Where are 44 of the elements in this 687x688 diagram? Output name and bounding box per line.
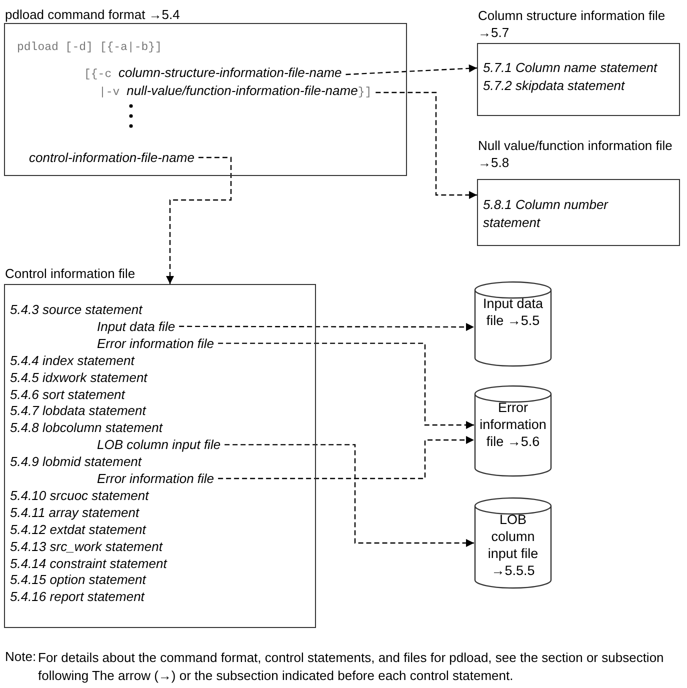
file-name: LOB column input file xyxy=(97,437,221,452)
statement-text: 5.7.1 Column name statement xyxy=(483,60,658,76)
statement-text: 5.8.1 Column number statement xyxy=(483,196,610,232)
box-heading: Null value/function information file →5.8 xyxy=(478,137,674,171)
file-name: Input data file xyxy=(97,318,176,334)
statement-text: 5.4.12 extdat statement xyxy=(10,522,146,538)
file-label: Error information file →5.6 xyxy=(478,399,548,450)
file-name: Error information file xyxy=(97,336,214,351)
dashed-arrow xyxy=(218,436,474,480)
note-label: Note: xyxy=(5,649,36,665)
dashed-arrow xyxy=(346,64,478,76)
statement-text: 5.4.8 lobcolumn statement xyxy=(10,420,162,436)
statement-text: 5.4.9 lobmid statement xyxy=(10,454,142,470)
note-text: For details about the command format, control statements, and files for pdload, see the section or subsection following The arrow (→) or the subsection indicated before each control statement. xyxy=(38,649,665,685)
statement-text: 5.4.5 idxwork statement xyxy=(10,370,148,386)
file-label: LOB column input file →5.5.5 xyxy=(486,511,540,579)
statement-text: 5.4.14 constraint statement xyxy=(10,556,167,572)
statement-text: 5.4.11 array statement xyxy=(10,504,140,521)
storage-cylinder xyxy=(474,497,552,589)
command-option: [{-c column-structure-information-file-name xyxy=(84,68,342,81)
file-label: Input data file →5.5 xyxy=(482,295,544,329)
box-heading: Control information file xyxy=(5,265,136,282)
dashed-arrow xyxy=(166,156,232,284)
dashed-arrow xyxy=(376,92,477,199)
statement-text: 5.4.7 lobdata statement xyxy=(10,403,146,420)
box-heading: Column structure information file →5.7 xyxy=(478,7,666,41)
statement-text: 5.4.15 option statement xyxy=(10,572,146,588)
statement-text: 5.4.10 srcuoc statement xyxy=(10,488,149,504)
dashed-arrow xyxy=(179,322,474,331)
dashed-arrow xyxy=(218,342,474,429)
statement-text: 5.7.2 skipdata statement xyxy=(483,78,625,94)
storage-cylinder xyxy=(474,385,552,477)
file-name: Error information file xyxy=(97,471,214,486)
statement-text: 5.4.13 src_work statement xyxy=(10,538,162,555)
command-option: |-v null-value/function-information-file-name}] xyxy=(99,86,372,99)
command-line: pdload [-d] [{-a|-b}] xyxy=(17,40,162,56)
file-name: control-information-file-name xyxy=(29,150,194,165)
box-heading: pdload command format →5.4 xyxy=(5,6,181,23)
statement-text: 5.4.16 report statement xyxy=(10,589,144,606)
dashed-arrow xyxy=(224,444,474,547)
storage-cylinder xyxy=(474,281,552,367)
statement-text: 5.4.6 sort statement xyxy=(10,386,125,402)
statement-text: 5.4.3 source statement xyxy=(10,302,142,318)
statement-text: 5.4.4 index statement xyxy=(10,352,134,369)
